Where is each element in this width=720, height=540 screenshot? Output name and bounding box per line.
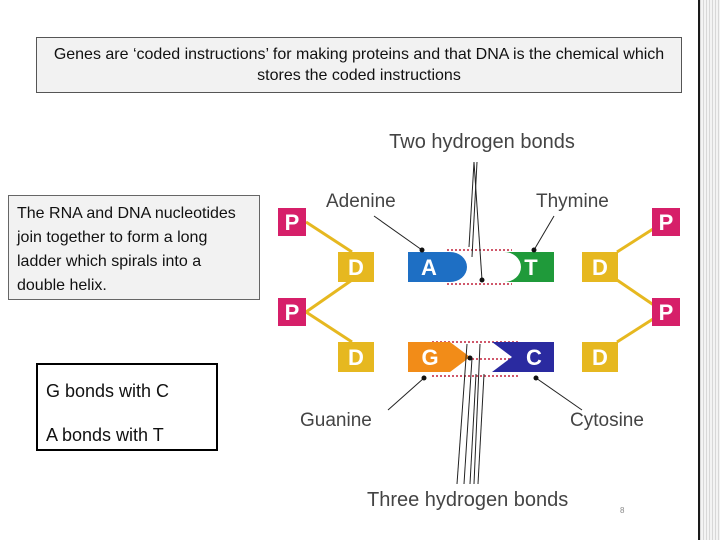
thymine-label: Thymine [536,191,609,212]
pointer-dots [419,247,539,381]
nucleotide-description: The RNA and DNA nucleotides join togethe… [8,195,260,300]
deoxyribose-right-top: D [582,252,618,282]
guanine-label: Guanine [300,410,372,431]
phosphate-right-top: P [652,208,680,236]
phosphate-label: P [285,210,300,235]
base-g-letter: G [421,345,438,370]
deoxyribose-left-top: D [338,252,374,282]
gc-rule: G bonds with C [46,381,170,401]
slide-edge-line [698,0,700,540]
bottom-caption: Three hydrogen bonds [367,489,568,511]
top-caption: Two hydrogen bonds [389,131,575,153]
slide-title: Genes are ‘coded instructions’ for makin… [36,37,682,93]
phosphate-right-bottom: P [652,298,680,326]
adenine-label: Adenine [326,191,396,212]
deoxyribose-label: D [348,255,364,280]
phosphate-label: P [659,210,674,235]
base-t-letter: T [524,255,538,280]
dna-base-pair-diagram: P P P P D D D D A T [278,131,680,511]
phosphate-label: P [285,300,300,325]
phosphate-left-top: P [278,208,306,236]
base-cytosine: C [492,342,554,372]
base-a-letter: A [421,255,437,280]
deoxyribose-label: D [592,255,608,280]
base-guanine: G [408,342,470,372]
top-caption-pointers [468,161,483,281]
deoxyribose-right-bottom: D [582,342,618,372]
phosphate-label: P [659,300,674,325]
slide-edge-decoration [700,0,720,540]
deoxyribose-label: D [348,345,364,370]
phosphate-left-bottom: P [278,298,306,326]
base-c-letter: C [526,345,542,370]
base-pairing-rules: G bonds with C A bonds with T [36,363,218,451]
deoxyribose-left-bottom: D [338,342,374,372]
cytosine-label: Cytosine [570,410,644,431]
at-rule: A bonds with T [46,425,164,445]
base-adenine: A [408,252,467,282]
base-thymine: T [504,252,554,282]
page-number: 8 [620,506,625,515]
deoxyribose-label: D [592,345,608,370]
label-pointers [373,215,583,411]
bottom-caption-pointers [456,343,485,485]
